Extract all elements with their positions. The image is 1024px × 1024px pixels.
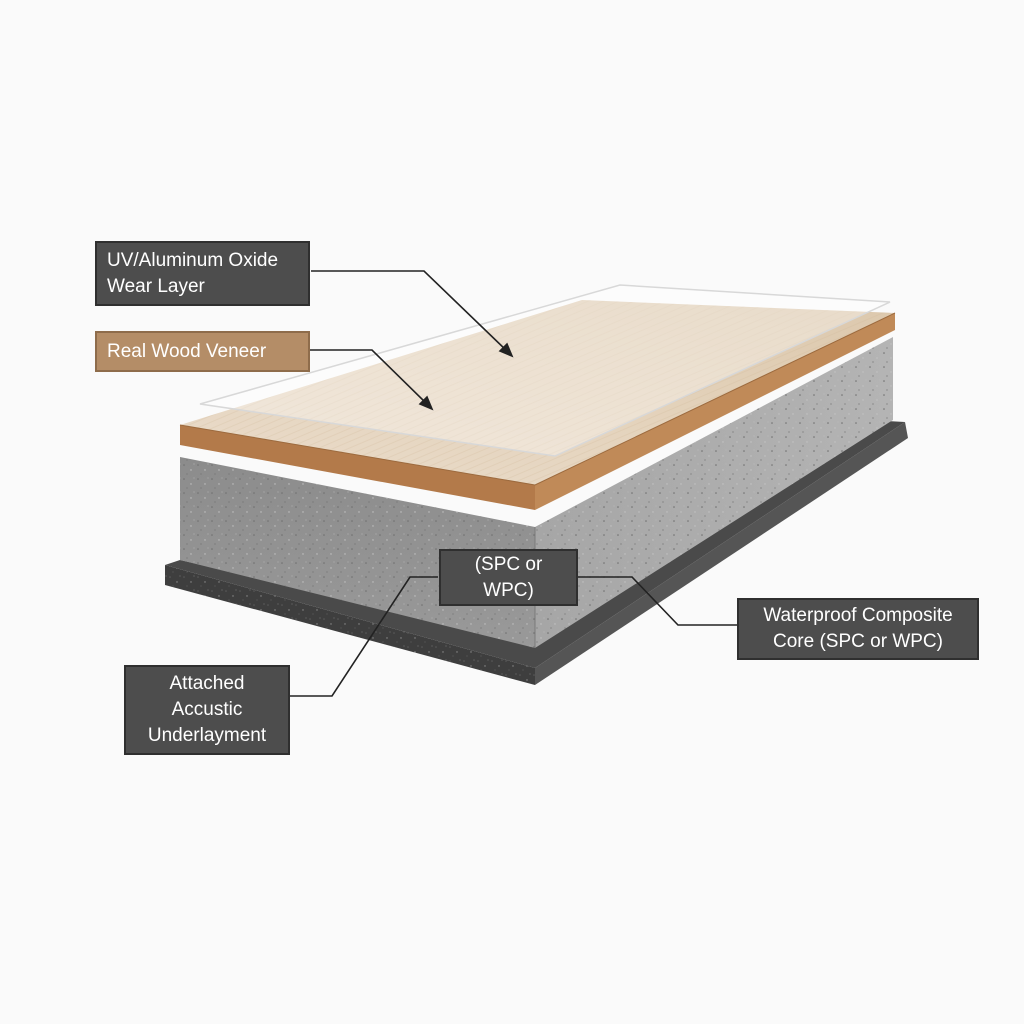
underlayment-label: Attached Accustic Underlayment	[124, 665, 290, 755]
wear-layer-text: UV/Aluminum Oxide Wear Layer	[107, 249, 279, 297]
underlayment-text: Attached Accustic Underlayment	[147, 673, 267, 746]
wood-veneer-layer	[179, 300, 896, 510]
underlayment-leader	[290, 576, 438, 697]
core-label: Waterproof Composite Core (SPC or WPC)	[737, 598, 979, 660]
veneer-label: Real Wood Veneer	[95, 331, 310, 372]
veneer-arrowhead	[418, 395, 434, 411]
leader-lines	[290, 270, 738, 697]
core-leader	[578, 576, 738, 626]
core-text: Waterproof Composite Core (SPC or WPC)	[763, 605, 953, 652]
underlayment-layer	[165, 420, 908, 685]
core-short-label: (SPC or WPC)	[439, 549, 578, 606]
wear-layer-label: UV/Aluminum Oxide Wear Layer	[95, 241, 310, 306]
core-short-text: (SPC or WPC)	[474, 553, 543, 601]
veneer-leader	[310, 349, 429, 406]
veneer-text: Real Wood Veneer	[107, 340, 267, 362]
wear-layer-arrowhead	[498, 342, 514, 358]
wear-layer-leader	[311, 270, 509, 353]
